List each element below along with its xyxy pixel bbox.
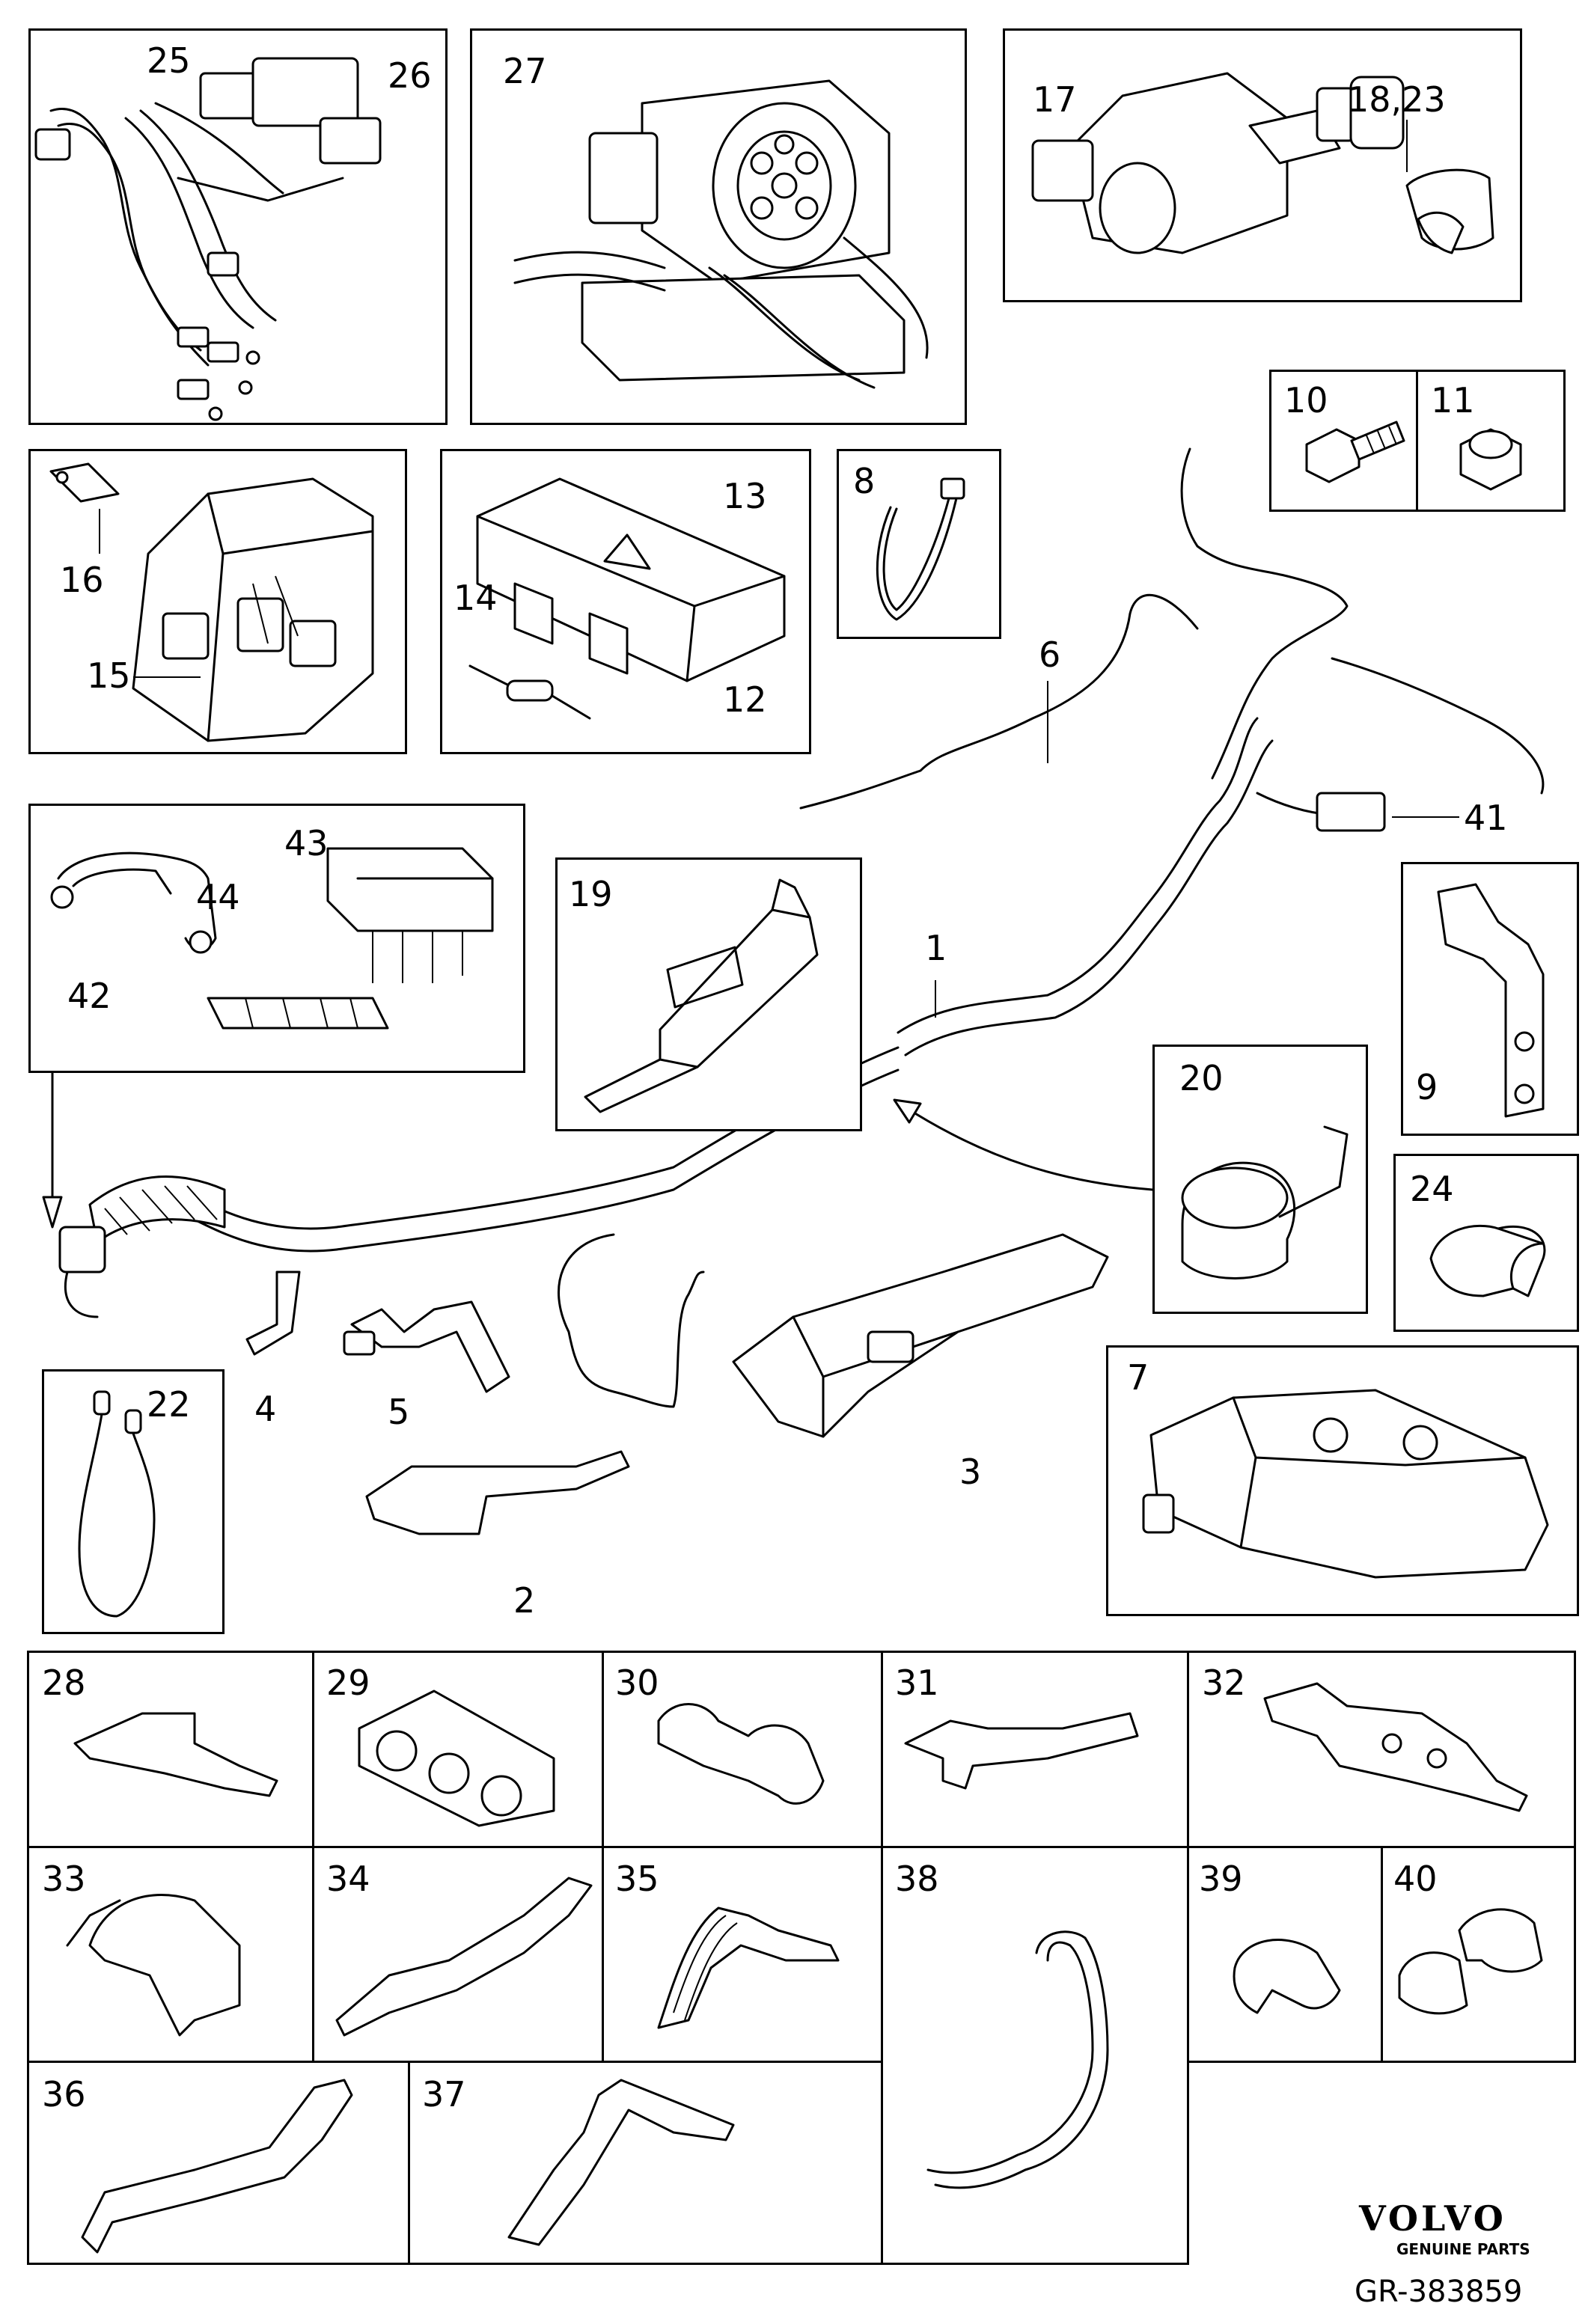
callout-14: 14 — [454, 578, 498, 618]
callout-16: 16 — [60, 560, 104, 600]
bracket-2-illustration — [352, 1437, 636, 1586]
callout-11: 11 — [1431, 380, 1475, 421]
callout-37: 37 — [422, 2074, 466, 2114]
callout-26: 26 — [388, 55, 432, 96]
brand-logo: VOLVO — [1359, 2198, 1506, 2239]
callout-20: 20 — [1179, 1058, 1224, 1098]
callout-2: 2 — [513, 1580, 536, 1621]
callout-7: 7 — [1127, 1357, 1149, 1398]
leader-18-23 — [1392, 120, 1422, 180]
support-3-illustration — [718, 1212, 1123, 1474]
callout-13: 13 — [723, 476, 767, 516]
callout-30: 30 — [615, 1663, 659, 1703]
leader-15-16 — [28, 449, 407, 754]
panel-cable-tie-8 — [837, 449, 1001, 639]
sensor-plug-illustration — [1003, 28, 1522, 302]
panel-cover-33 — [27, 1846, 314, 2063]
callout-38: 38 — [895, 1859, 939, 1899]
callout-31: 31 — [895, 1663, 939, 1703]
callout-42: 42 — [67, 976, 112, 1016]
bracket-19-illustration — [555, 857, 862, 1131]
callout-40: 40 — [1393, 1859, 1438, 1899]
charging-cable-harness-illustration — [28, 28, 448, 425]
callout-22: 22 — [147, 1384, 191, 1425]
bracket-4-illustration — [239, 1257, 329, 1369]
callout-29: 29 — [326, 1663, 370, 1703]
callout-9: 9 — [1416, 1067, 1438, 1107]
diagram-reference: GR-383859 — [1355, 2275, 1523, 2309]
control-unit-illustration — [440, 449, 811, 754]
callout-12: 12 — [723, 679, 767, 720]
panel-pipe-38 — [881, 1846, 1189, 2265]
callout-25: 25 — [147, 40, 191, 81]
callout-3: 3 — [959, 1452, 982, 1492]
callout-28: 28 — [42, 1663, 86, 1703]
panel-clip-40 — [1381, 1846, 1576, 2063]
callout-15: 15 — [87, 655, 131, 696]
charge-inlet-module-illustration — [470, 28, 967, 425]
callout-33: 33 — [42, 1859, 86, 1899]
callout-5: 5 — [388, 1392, 410, 1432]
bracket-9-illustration — [1401, 862, 1579, 1136]
callout-35: 35 — [615, 1859, 659, 1899]
callout-4: 4 — [254, 1389, 277, 1429]
sensor-cable-22-illustration — [42, 1369, 225, 1634]
callout-41: 41 — [1464, 798, 1508, 838]
cable-tie-illustration — [837, 449, 1001, 639]
callout-27: 27 — [503, 51, 547, 91]
callout-36: 36 — [42, 2074, 86, 2114]
housing-7-illustration — [1106, 1345, 1579, 1616]
callout-32: 32 — [1202, 1663, 1246, 1703]
callout-43: 43 — [284, 823, 329, 863]
callout-24: 24 — [1410, 1169, 1454, 1209]
callout-10: 10 — [1284, 380, 1328, 421]
bracket-5-illustration — [337, 1272, 531, 1407]
nut-illustration — [1416, 370, 1566, 512]
callout-34: 34 — [326, 1859, 370, 1899]
callout-6: 6 — [1039, 634, 1061, 675]
callout-39: 39 — [1199, 1859, 1243, 1899]
panel-bracket-28 — [27, 1651, 314, 1848]
clips-illustration — [28, 804, 525, 1073]
clip-24-illustration — [1393, 1154, 1579, 1332]
junction-box-illustration — [28, 449, 407, 754]
callout-18-23: 18,23 — [1347, 79, 1446, 120]
bolt-illustration — [1269, 370, 1419, 512]
brand-tagline: GENUINE PARTS — [1396, 2240, 1530, 2258]
grommet-illustration — [1152, 1045, 1368, 1314]
callout-17: 17 — [1033, 79, 1077, 120]
callout-1: 1 — [925, 928, 947, 968]
callout-44: 44 — [196, 877, 240, 917]
callout-19: 19 — [569, 874, 613, 914]
callout-8: 8 — [853, 461, 876, 501]
